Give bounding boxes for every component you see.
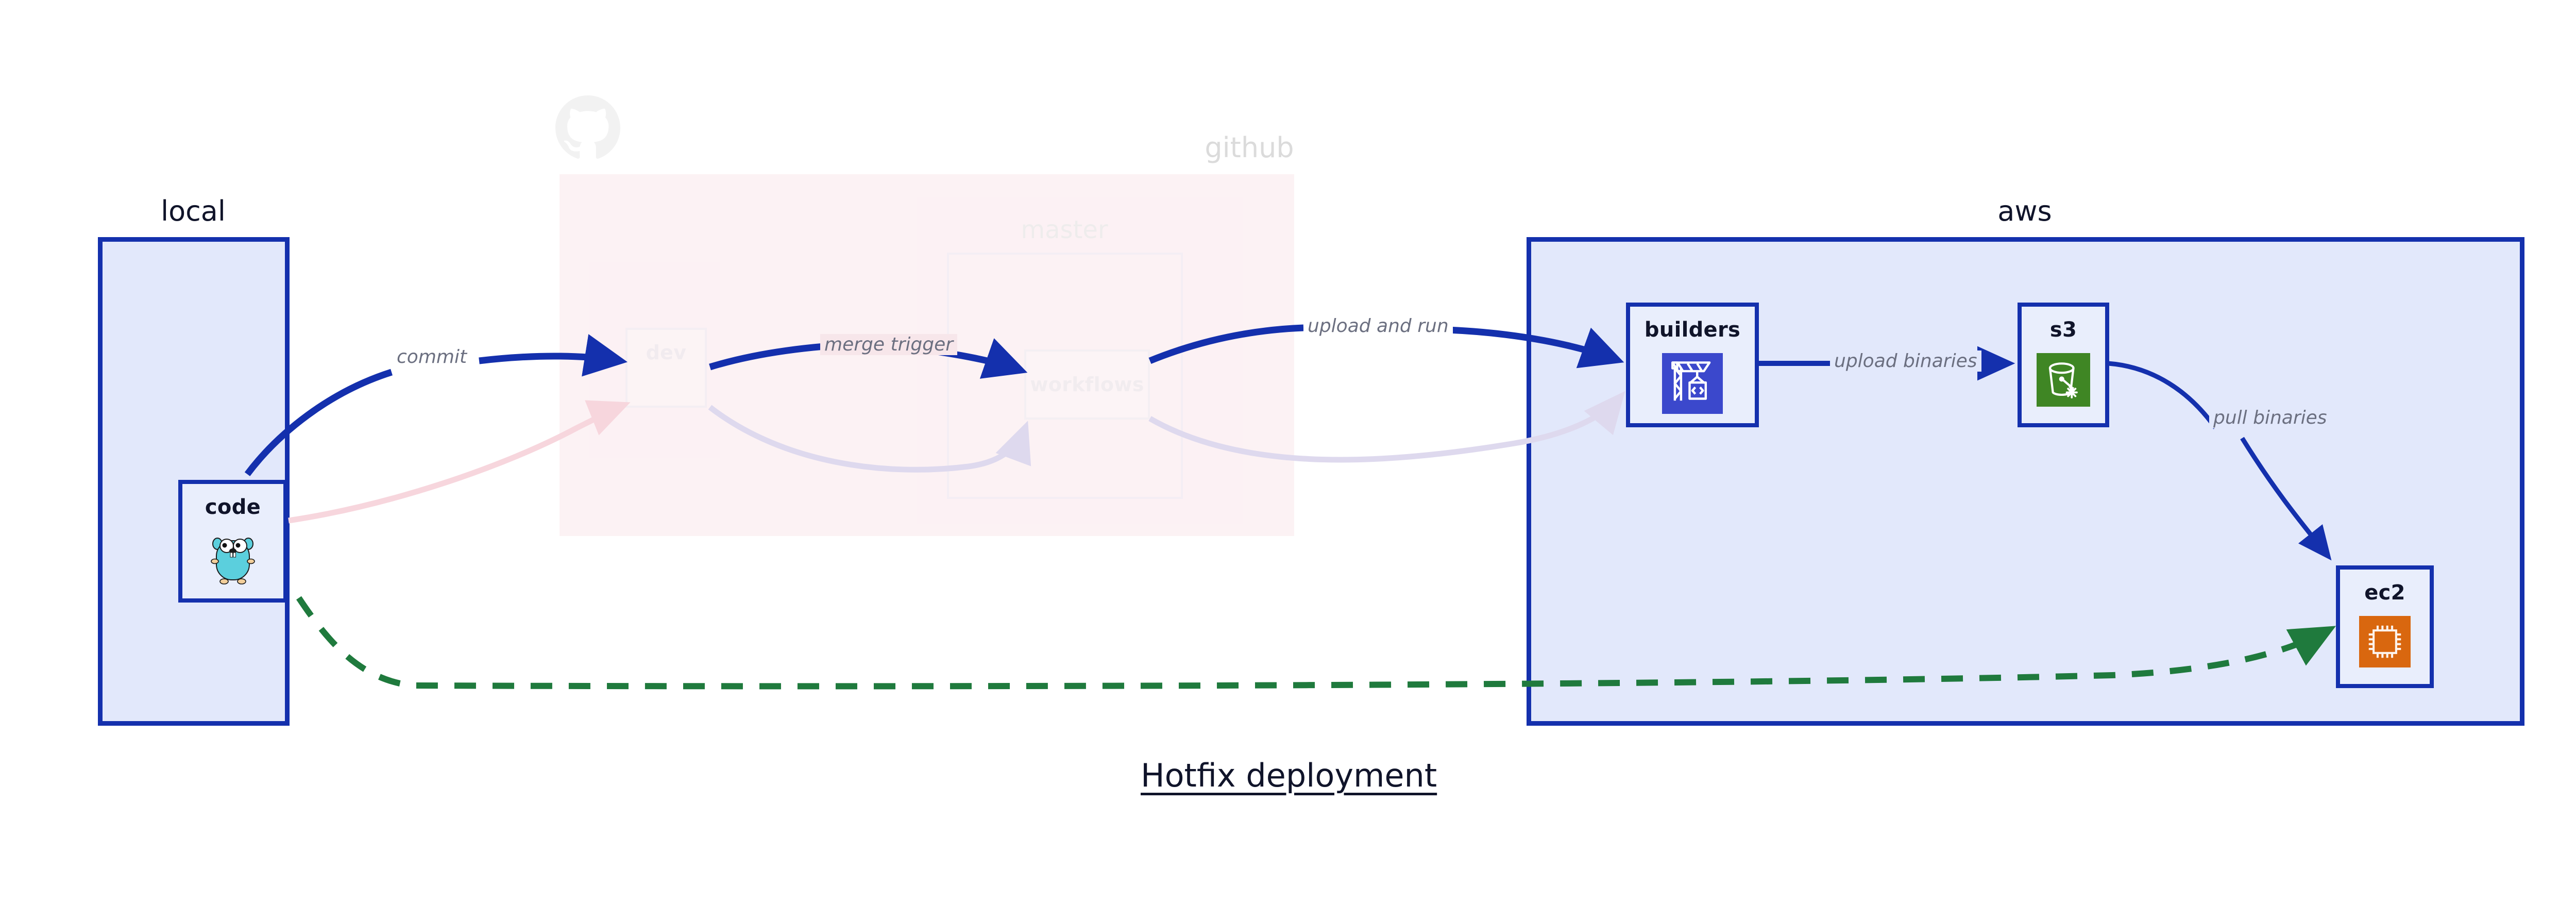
subgroup-title-master: master <box>1021 215 1108 244</box>
edge-label-merge-trigger: merge trigger <box>820 334 958 355</box>
node-dev-label: dev <box>646 341 687 364</box>
aws-ec2-chip-icon <box>2359 616 2411 670</box>
group-title-local: local <box>161 195 226 227</box>
group-title-github: github <box>1205 131 1294 164</box>
group-title-aws: aws <box>1997 195 2052 227</box>
node-s3-label: s3 <box>2049 318 2077 342</box>
diagram-caption: Hotfix deployment <box>1141 757 1437 794</box>
github-octocat-icon <box>555 95 620 160</box>
aws-codebuild-icon <box>1662 353 1723 416</box>
node-ec2[interactable]: ec2 <box>2336 565 2434 688</box>
edge-label-pull-binaries: pull binaries <box>2209 407 2331 428</box>
go-gopher-icon <box>210 530 256 588</box>
group-github: master dev workflows <box>560 174 1294 536</box>
node-s3[interactable]: s3 <box>2018 303 2109 427</box>
aws-s3-bucket-icon <box>2037 353 2090 409</box>
node-ec2-label: ec2 <box>2364 581 2405 605</box>
group-local: code <box>98 237 290 726</box>
group-aws: builders <box>1527 237 2524 726</box>
node-workflows-label: workflows <box>1030 373 1144 396</box>
node-code[interactable]: code <box>178 480 287 603</box>
node-code-label: code <box>205 495 261 519</box>
edge-label-upload-binaries: upload binaries <box>1830 350 1981 372</box>
node-builders[interactable]: builders <box>1626 303 1759 427</box>
node-workflows[interactable]: workflows <box>1024 349 1150 420</box>
node-builders-label: builders <box>1644 318 1741 342</box>
subgroup-master <box>947 253 1183 499</box>
edge-label-commit: commit <box>393 346 471 368</box>
edge-label-upload-and-run: upload and run <box>1303 315 1453 337</box>
node-dev[interactable]: dev <box>625 328 707 408</box>
